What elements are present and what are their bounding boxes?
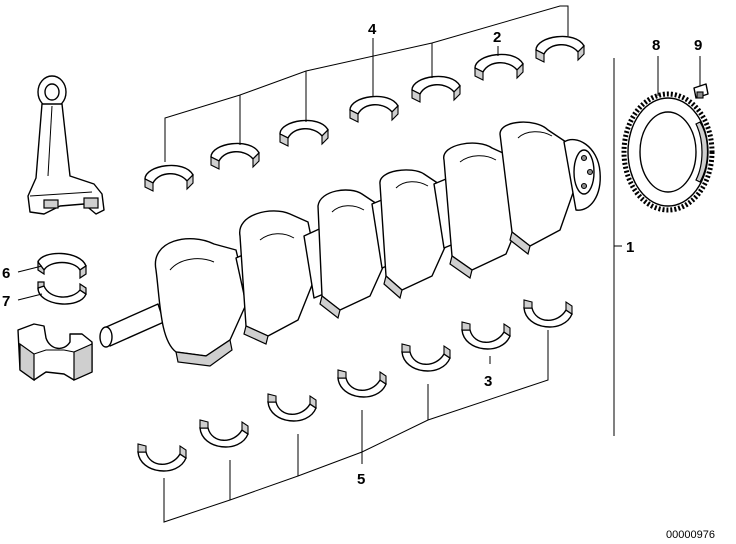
bearing-shell-icon	[349, 95, 399, 123]
rod-cap-icon	[17, 323, 93, 382]
callout-5: 5	[357, 471, 365, 488]
bearing-shell-icon	[337, 369, 387, 398]
leader-lines-4	[164, 5, 569, 162]
leader-line-7	[17, 293, 43, 301]
bolt-icon	[693, 83, 709, 99]
callout-1: 1	[626, 239, 634, 256]
bearing-shell-icon	[411, 75, 461, 103]
thrust-bearing-icon	[474, 53, 524, 81]
document-id: 00000976	[666, 529, 715, 541]
leader-lines-5	[163, 330, 549, 523]
callout-2: 2	[493, 29, 501, 46]
leader-line-6	[17, 265, 43, 273]
crankshaft-icon	[99, 121, 601, 367]
bearing-shell-icon	[144, 164, 194, 192]
rod-bearing-lower	[37, 281, 87, 305]
bearing-shell-icon	[210, 142, 260, 170]
callout-4: 4	[368, 21, 377, 38]
bearing-shell-icon	[137, 443, 187, 472]
ring-gear-icon	[621, 91, 715, 213]
bearing-shell-icon	[279, 119, 329, 147]
callout-6: 6	[2, 265, 10, 282]
callout-8: 8	[652, 37, 660, 54]
bearing-shell-icon	[267, 393, 317, 422]
rod-bearing-upper	[37, 252, 87, 280]
bearing-shell-icon	[401, 343, 451, 372]
leader-line-1	[613, 58, 622, 436]
connecting-rod-icon	[27, 75, 105, 215]
callout-7: 7	[2, 293, 10, 310]
bearing-shell-icon	[523, 299, 573, 328]
bearing-shell-icon	[199, 419, 249, 448]
bearing-shell-icon	[535, 35, 585, 63]
thrust-bearing-icon	[461, 321, 511, 350]
callout-3: 3	[484, 373, 492, 390]
callout-9: 9	[694, 37, 702, 54]
